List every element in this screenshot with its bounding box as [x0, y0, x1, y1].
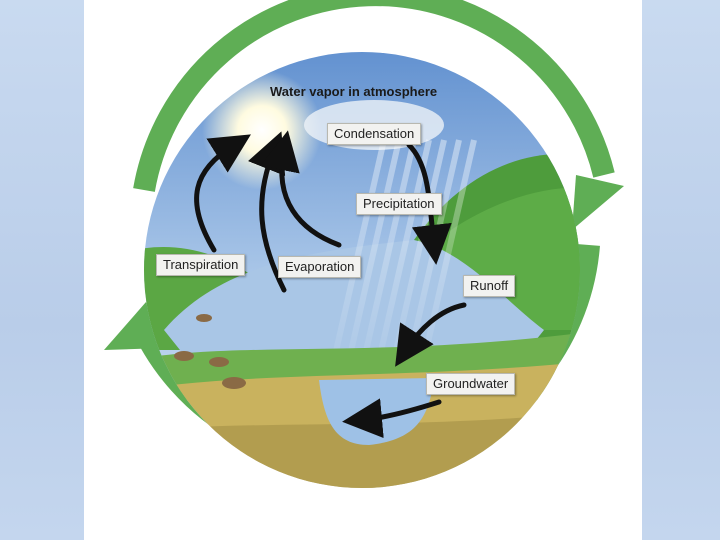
condensation-label: Condensation: [327, 123, 421, 145]
precipitation-label: Precipitation: [356, 193, 442, 215]
diagram-title: Water vapor in atmosphere: [270, 84, 437, 99]
transpiration-label: Transpiration: [156, 254, 245, 276]
evaporation-label: Evaporation: [278, 256, 361, 278]
runoff-label: Runoff: [463, 275, 515, 297]
groundwater-label: Groundwater: [426, 373, 515, 395]
ring-arrow-right: [572, 175, 624, 230]
scene: [134, 40, 604, 520]
